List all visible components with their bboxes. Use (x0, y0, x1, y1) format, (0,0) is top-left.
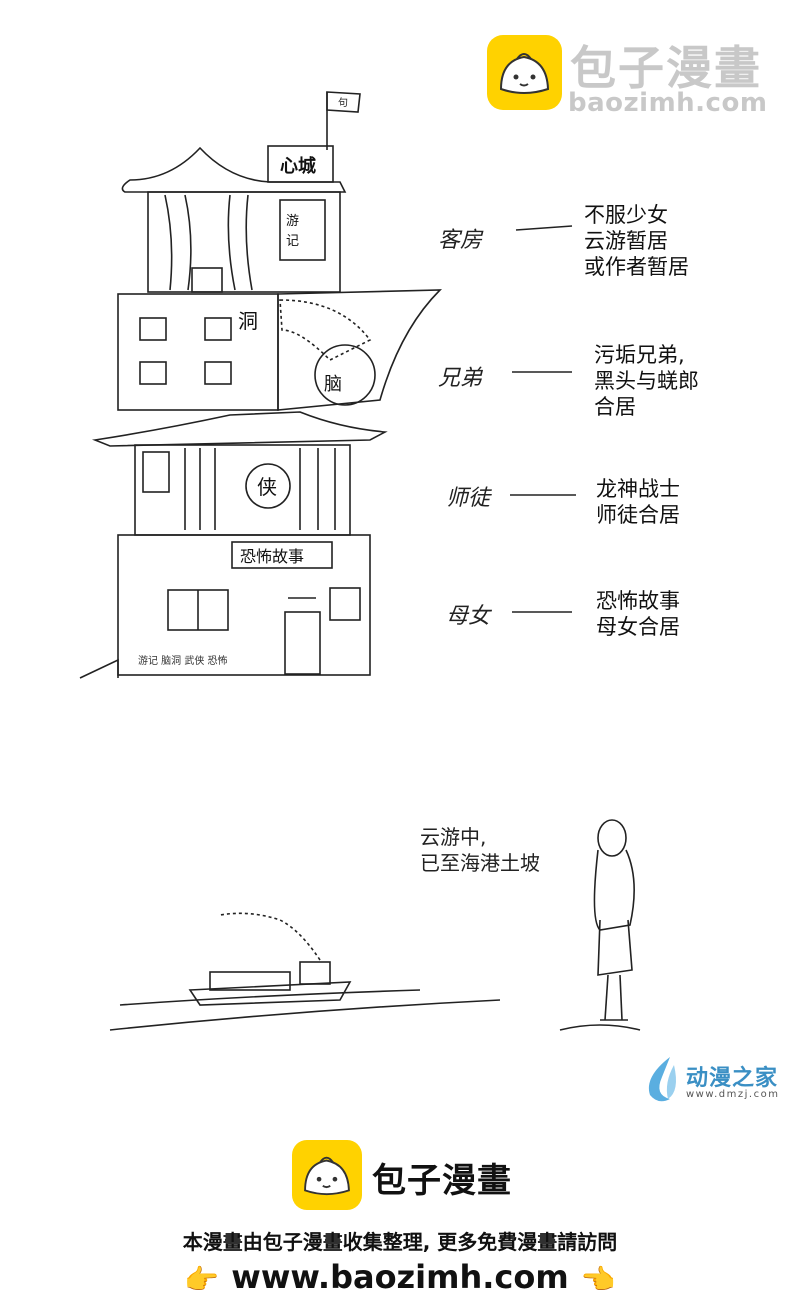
floor2-left-label: 洞 (238, 309, 258, 333)
eaves (91, 411, 388, 447)
baozi-logo-icon (292, 1140, 362, 1210)
pointing-left-hand-icon: 👈 (580, 1262, 616, 1296)
footer-notice: 本漫畫由包子漫畫收集整理, 更多免費漫畫請訪問 (182, 1230, 618, 1254)
ship-drawing (188, 912, 352, 1006)
brand-watermark-url: baozimh.com (568, 88, 768, 118)
legend-text-master: 龙神战士 师徒合居 (596, 477, 680, 527)
comic-panel-drawing: 句 心城 游 记 洞 脑 侠 恐怖故事 游记 脑洞 武侠 恐怖 (79, 91, 641, 1031)
legend-hand-brothers: 兄弟 (438, 366, 483, 391)
pointing-right-hand-icon: 👉 (184, 1262, 220, 1296)
front-door (284, 611, 321, 675)
floor4-sign (231, 541, 333, 569)
girl-figure (593, 819, 635, 1021)
flag-icon (326, 91, 361, 150)
floor1-sign-line1: 游 (286, 214, 299, 229)
legend-hand-master: 师徒 (446, 486, 491, 511)
legend-text-brothers: 污垢兄弟, 黑头与蜣郎 合居 (594, 343, 699, 419)
footer-url-link[interactable]: www.baozimh.com (231, 1258, 569, 1296)
brand-watermark-title: 包子漫畫 (570, 41, 762, 95)
base-text: 游记 脑洞 武侠 恐怖 (138, 654, 228, 667)
roof-sign-text: 心城 (280, 155, 316, 177)
floor2-right-label: 脑 (324, 374, 342, 395)
floor-guest-room (147, 191, 341, 293)
dmzj-logo-icon (648, 1057, 676, 1102)
floor-mother-daughter (117, 534, 371, 676)
scene-caption: 云游中, 已至海港土坡 (420, 825, 540, 875)
footer-url-row[interactable]: 👉 www.baozimh.com 👈 (0, 1258, 800, 1296)
footer-brand: 包子漫畫 (372, 1161, 512, 1201)
legend-text-mother: 恐怖故事 母女合居 (596, 589, 680, 639)
dmzj-watermark-name: 动漫之家 (686, 1066, 779, 1091)
flag-char: 句 (338, 96, 348, 109)
floor1-window-sign (279, 199, 326, 261)
pagoda-roof (121, 146, 347, 193)
baozi-logo-icon (487, 35, 562, 110)
floor3-label: 侠 (257, 475, 277, 499)
dmzj-watermark-url: www.dmzj.com (686, 1089, 780, 1100)
floor4-sign-text: 恐怖故事 (240, 547, 304, 566)
floor1-sign-line2: 记 (286, 234, 299, 249)
legend-text-guest: 不服少女 云游暂居 或作者暂居 (584, 203, 689, 279)
shoreline (109, 989, 501, 1031)
connector-line (515, 225, 573, 231)
legend-hand-guest: 客房 (438, 228, 483, 253)
legend-hand-mother: 母女 (446, 604, 491, 629)
